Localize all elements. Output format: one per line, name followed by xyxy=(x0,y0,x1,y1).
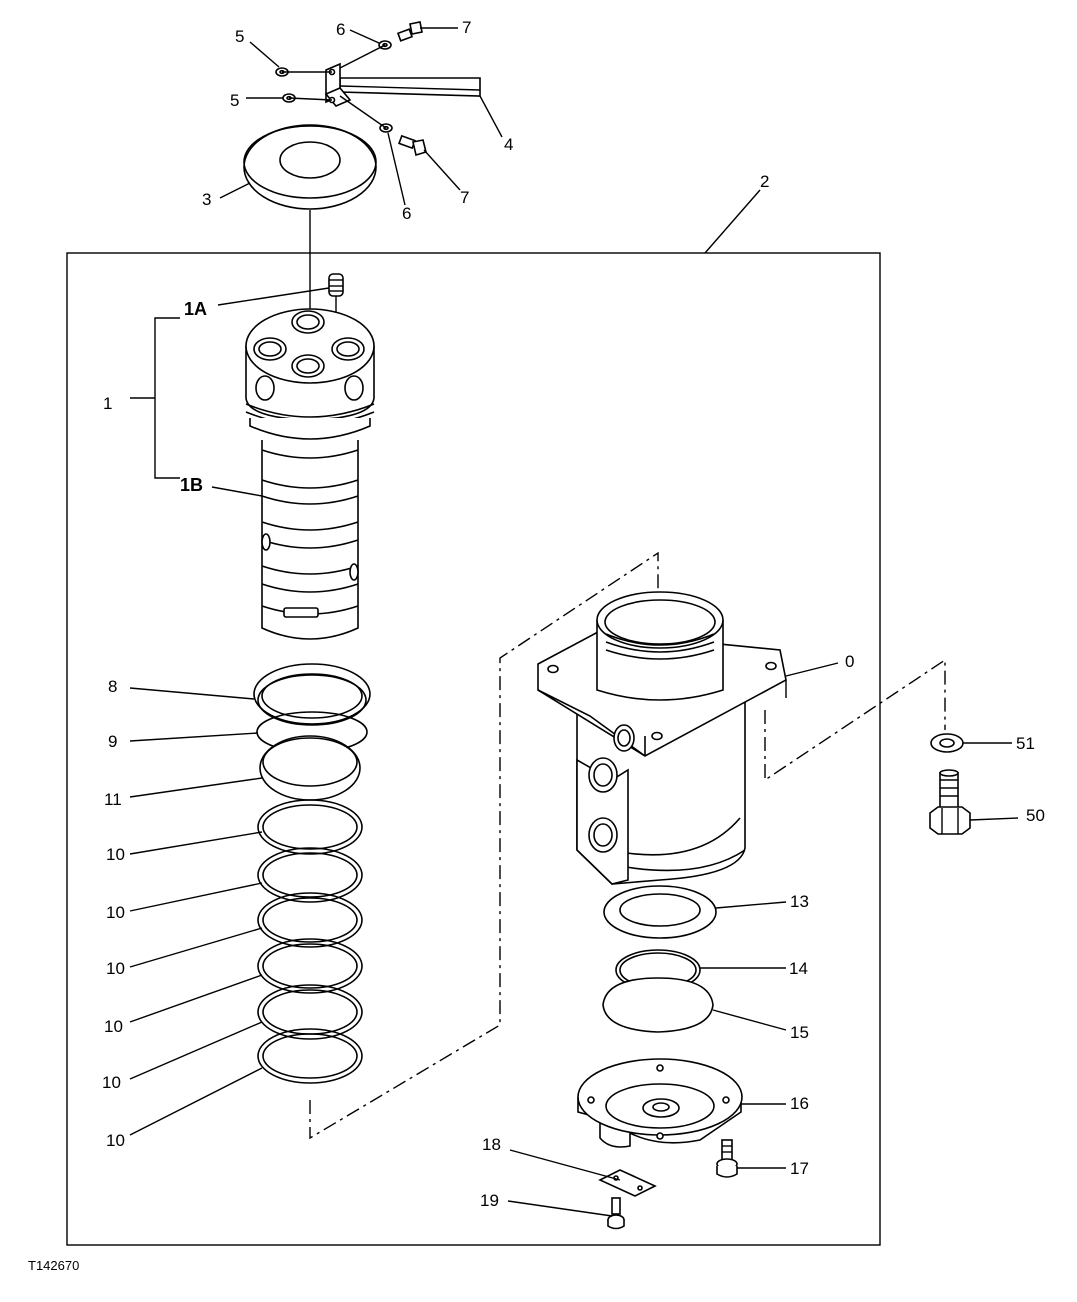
callout-7-lower: 7 xyxy=(460,188,469,207)
callout-3: 3 xyxy=(202,190,211,209)
ring-part-10-1 xyxy=(257,799,363,855)
callout-16: 16 xyxy=(790,1094,809,1113)
callout-0: 0 xyxy=(845,652,854,671)
callout-1: 1 xyxy=(103,394,112,413)
callout-6-lower: 6 xyxy=(402,204,411,223)
callout-15: 15 xyxy=(790,1023,809,1042)
callout-6-upper: 6 xyxy=(336,20,345,39)
callout-51: 51 xyxy=(1016,734,1035,753)
callout-9: 9 xyxy=(108,732,117,751)
drawing-code: T142670 xyxy=(28,1258,79,1273)
callout-19: 19 xyxy=(480,1191,499,1210)
callout-17: 17 xyxy=(790,1159,809,1178)
callout-11: 11 xyxy=(104,790,122,809)
cover-part-3 xyxy=(243,124,377,210)
callout-7-upper: 7 xyxy=(462,18,471,37)
ring-part-10-2 xyxy=(257,847,363,903)
ring-part-10-3 xyxy=(257,892,363,948)
callout-10-2: 10 xyxy=(106,903,125,922)
callout-10-6: 10 xyxy=(106,1131,125,1150)
callout-18: 18 xyxy=(482,1135,501,1154)
bolt-part-50 xyxy=(929,769,971,835)
callout-1a: 1A xyxy=(184,299,207,319)
bracket-part-4 xyxy=(324,62,481,107)
rotor-part-1 xyxy=(245,308,375,640)
bolt-part-7-lower xyxy=(398,134,427,157)
assembly-frame xyxy=(66,252,881,1246)
ring-part-8 xyxy=(253,663,371,726)
ring-part-10-6 xyxy=(257,1028,363,1084)
callout-10-3: 10 xyxy=(106,959,125,978)
callout-8: 8 xyxy=(108,677,117,696)
bolt-part-7-upper xyxy=(396,21,423,42)
cover-part-16 xyxy=(577,1058,743,1148)
callout-13: 13 xyxy=(790,892,809,911)
callout-5-upper: 5 xyxy=(235,27,244,46)
callout-14: 14 xyxy=(789,959,808,978)
callout-10-5: 10 xyxy=(102,1073,121,1092)
callout-5-lower: 5 xyxy=(230,91,239,110)
callout-10-4: 10 xyxy=(104,1017,123,1036)
callout-1b: 1B xyxy=(180,475,203,495)
plate-part-18 xyxy=(598,1169,657,1197)
ring-part-11 xyxy=(259,735,361,801)
disc-part-15 xyxy=(602,977,714,1033)
callout-4: 4 xyxy=(504,135,513,154)
plug-part-1a xyxy=(328,273,344,297)
bolt-part-17 xyxy=(716,1139,738,1178)
callout-10-1: 10 xyxy=(106,845,125,864)
screw-part-19 xyxy=(607,1197,625,1230)
housing-part-0 xyxy=(537,591,787,885)
ring-part-10-4 xyxy=(257,938,363,994)
washer-part-51 xyxy=(930,733,964,753)
callout-2: 2 xyxy=(760,172,769,191)
seal-part-13 xyxy=(603,885,717,939)
callout-50: 50 xyxy=(1026,806,1045,825)
